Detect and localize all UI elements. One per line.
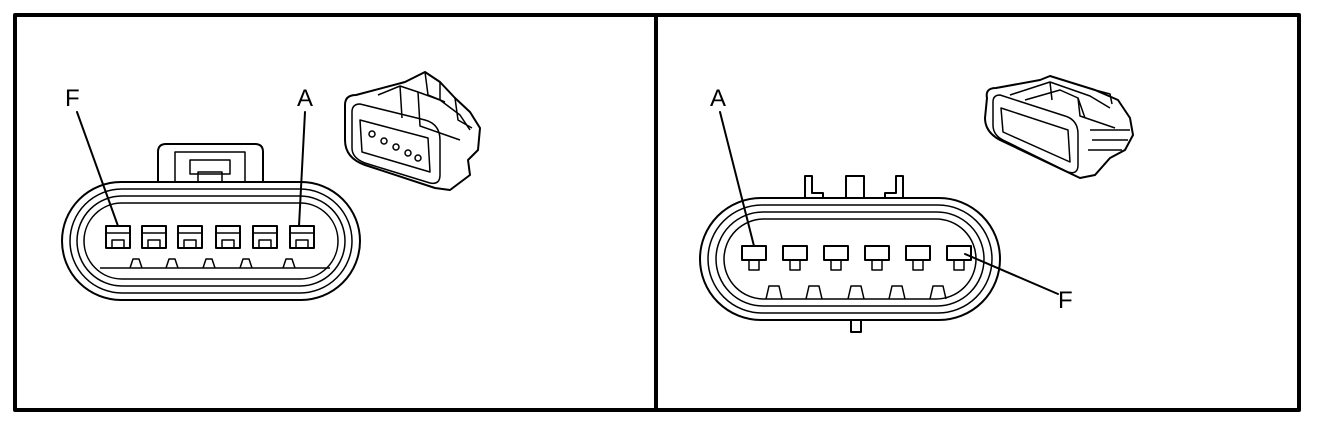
terminal-cavity xyxy=(946,245,972,271)
left-connector-face: F A xyxy=(61,85,361,301)
pin-label-left-a: A xyxy=(297,85,313,112)
terminal-cavity xyxy=(864,245,890,271)
left-connector-isometric xyxy=(344,71,481,191)
leader-line-left-f xyxy=(76,111,119,227)
terminal-cavity xyxy=(782,245,808,271)
right-terminals xyxy=(741,245,972,271)
right-connector-isometric xyxy=(984,75,1134,179)
terminal-cavity xyxy=(252,225,278,249)
right-connector-face: A F xyxy=(699,85,1073,333)
terminal-cavity xyxy=(905,245,931,271)
terminal-cavity xyxy=(177,225,203,249)
right-keying-bumps xyxy=(765,285,947,300)
left-keying-bumps xyxy=(129,258,296,269)
pin-label-right-a: A xyxy=(710,85,726,112)
terminal-cavity xyxy=(289,225,315,249)
terminal-cavity xyxy=(141,225,167,249)
left-terminals xyxy=(105,225,315,249)
leader-line-left-a xyxy=(298,111,306,227)
terminal-cavity xyxy=(105,225,131,249)
leader-line-right-a xyxy=(719,111,755,247)
pin-label-left-f: F xyxy=(65,85,80,112)
right-panel-border xyxy=(654,13,1301,412)
leader-line-right-f xyxy=(964,253,1059,295)
terminal-cavity xyxy=(215,225,241,249)
terminal-cavity xyxy=(823,245,849,271)
pin-label-right-f: F xyxy=(1058,287,1073,314)
